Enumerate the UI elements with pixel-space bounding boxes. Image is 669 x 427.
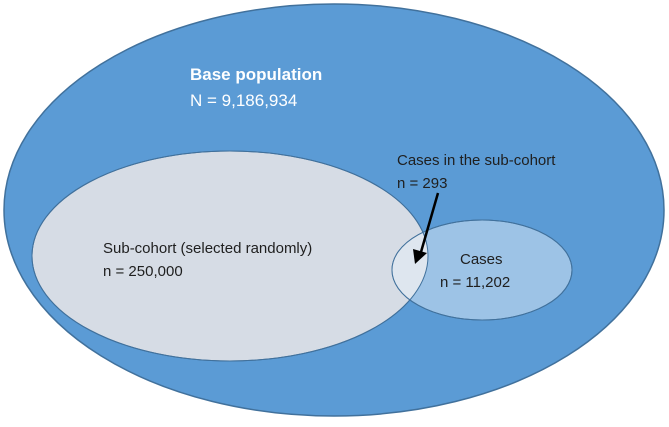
base-population-title: Base population	[190, 65, 322, 84]
cases-in-sub-cohort-title: Cases in the sub-cohort	[397, 152, 556, 169]
cases-title: Cases	[460, 251, 503, 268]
cases-count: n = 11,202	[440, 274, 510, 291]
overlap-arrow-shaft	[419, 192, 440, 253]
sub-cohort-count: n = 250,000	[103, 263, 183, 280]
sub-cohort-title: Sub-cohort (selected randomly)	[103, 240, 312, 257]
overlap-arrow-head	[413, 249, 427, 264]
base-population-count: N = 9,186,934	[190, 91, 297, 110]
cases-in-sub-cohort-count: n = 293	[397, 175, 447, 192]
sub-cohort-outline	[31, 150, 429, 362]
cases-outline	[391, 219, 573, 321]
